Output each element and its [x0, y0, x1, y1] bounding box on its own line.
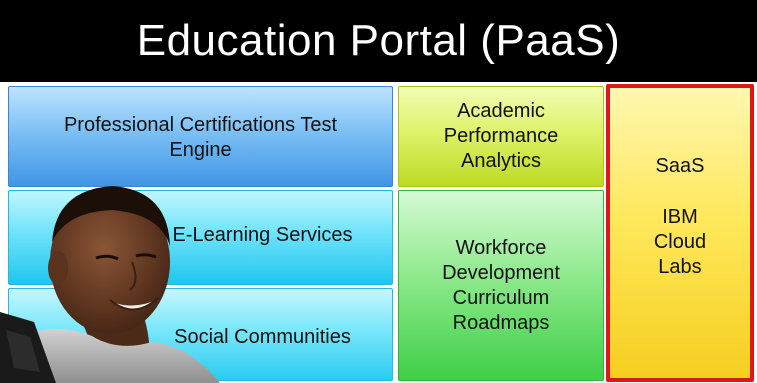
elearning-tile: E-Learning Services — [8, 190, 393, 285]
analytics-tile: Academic Performance Analytics — [398, 86, 604, 187]
workforce-label: Workforce Development Curriculum Roadmap… — [442, 236, 560, 334]
analytics-label: Academic Performance Analytics — [443, 100, 559, 172]
social-label: Social Communities — [174, 326, 351, 348]
elearning-label: E-Learning Services — [172, 224, 353, 246]
saas-heading: SaaS — [655, 155, 705, 177]
social-tile: Social Communities — [8, 288, 393, 381]
saas-body-label: IBM Cloud Labs — [653, 206, 707, 278]
certifications-tile: Professional Certifications Test Engine — [8, 86, 393, 187]
saas-tile: SaaS IBM Cloud Labs — [606, 84, 754, 382]
title-banner: Education Portal (PaaS) — [0, 0, 757, 82]
certifications-label: Professional Certifications Test Engine — [63, 113, 338, 161]
page-title: Education Portal (PaaS) — [136, 16, 621, 65]
workforce-tile: Workforce Development Curriculum Roadmap… — [398, 190, 604, 381]
